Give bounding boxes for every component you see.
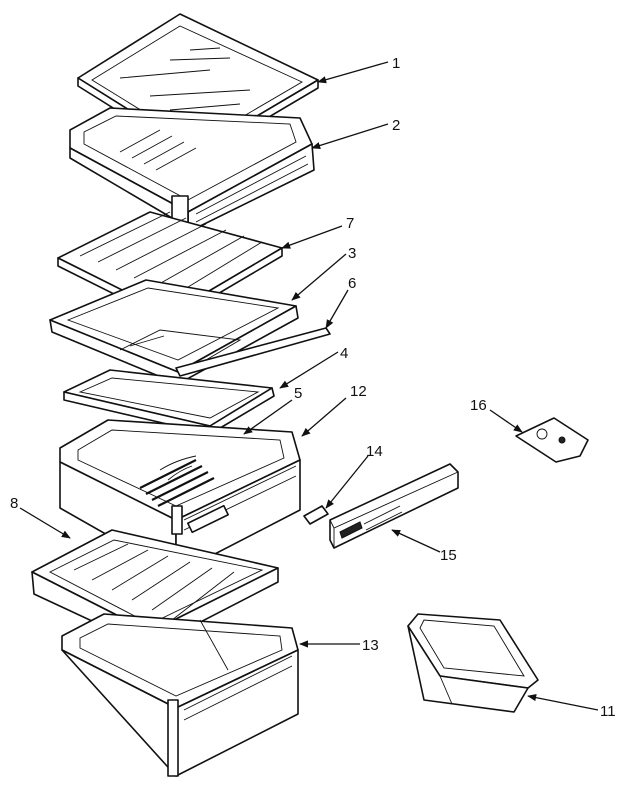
callout-13: 13 bbox=[362, 637, 379, 654]
callout-7: 7 bbox=[346, 215, 354, 232]
part-15-control-bar bbox=[329, 463, 459, 549]
callout-4: 4 bbox=[340, 345, 348, 362]
callout-14: 14 bbox=[366, 443, 383, 460]
part-13-bottom-pan bbox=[61, 613, 299, 777]
callout-1: 1 bbox=[392, 55, 400, 72]
callout-5: 5 bbox=[294, 385, 302, 402]
callout-11: 11 bbox=[600, 703, 616, 720]
part-6-rod bbox=[175, 327, 331, 377]
callout-3: 3 bbox=[348, 245, 356, 262]
callout-labels: 1 2 3 4 5 6 7 8 11 12 13 14 15 16 bbox=[10, 55, 616, 720]
callout-leaders bbox=[19, 61, 599, 711]
part-11-storage-bin bbox=[407, 613, 539, 713]
callout-16: 16 bbox=[470, 397, 487, 414]
part-2-crisper-pan bbox=[69, 107, 315, 233]
part-3-shelf-frame bbox=[49, 279, 299, 385]
callout-8: 8 bbox=[10, 495, 18, 512]
callout-2: 2 bbox=[392, 117, 400, 134]
part-14-bracket bbox=[303, 505, 329, 525]
callout-6: 6 bbox=[348, 275, 356, 292]
callout-12: 12 bbox=[350, 383, 367, 400]
part-16-light-shield bbox=[515, 417, 589, 463]
callout-15: 15 bbox=[440, 547, 457, 564]
